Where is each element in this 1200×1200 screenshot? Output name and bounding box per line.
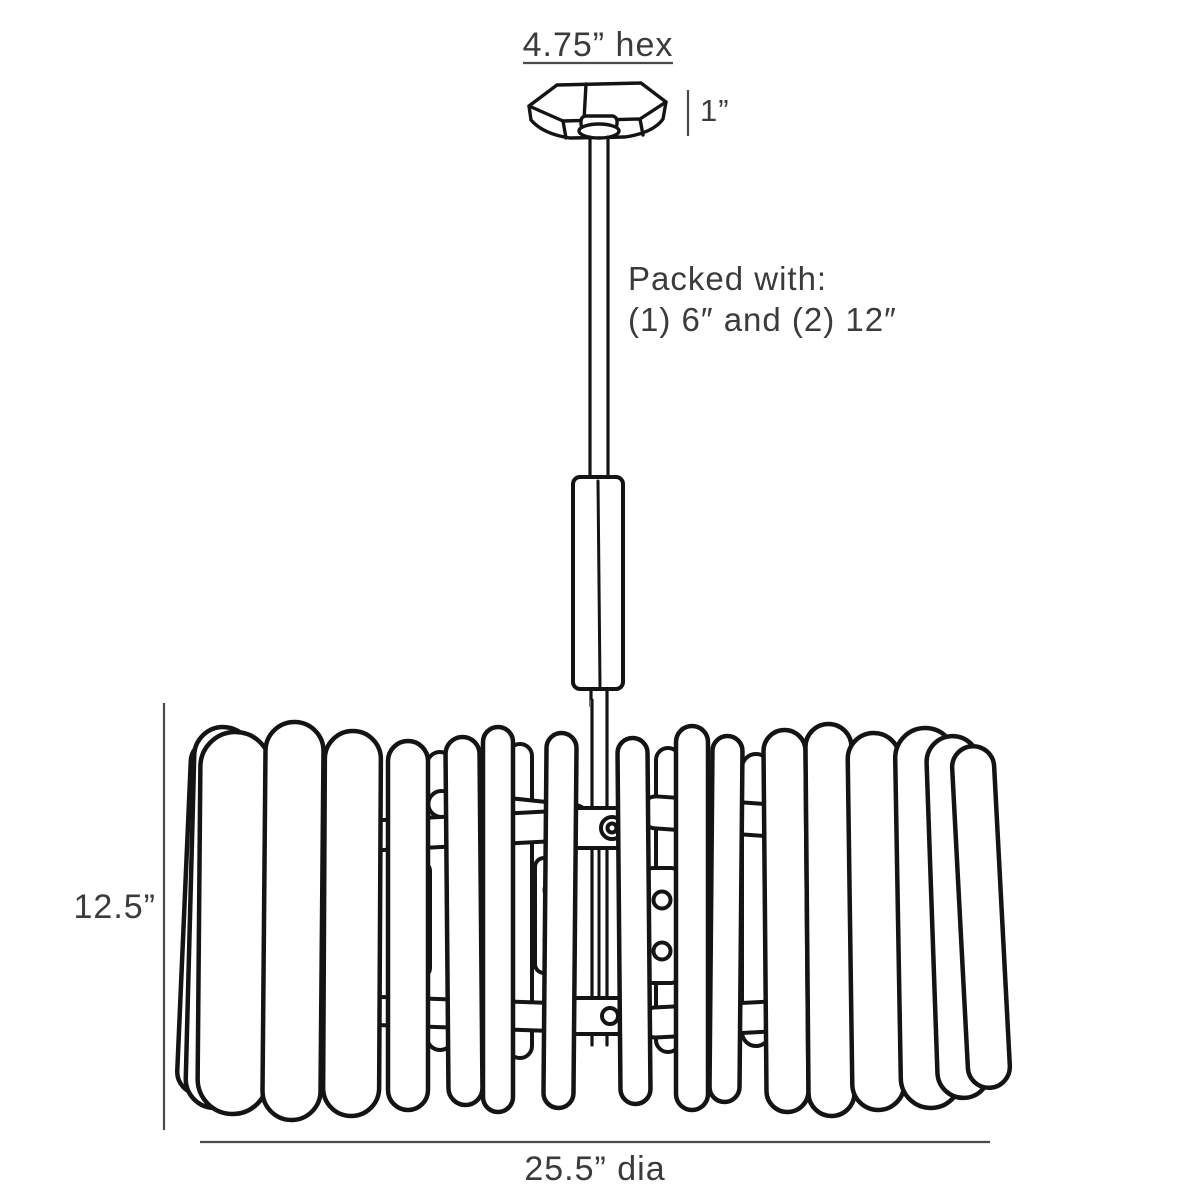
hex-width-label: 4.75” hex xyxy=(522,26,674,64)
drum-shade xyxy=(174,698,1013,1123)
front-slats xyxy=(174,719,1013,1123)
packed-with-line1: Packed with: xyxy=(628,260,828,297)
dimension-lines xyxy=(162,61,990,1144)
downrod xyxy=(571,135,625,708)
fixture-height-label: 12.5” xyxy=(73,888,156,926)
packed-with-note: Packed with: (1) 6″ and (2) 12″ xyxy=(628,258,897,340)
hex-canopy xyxy=(527,81,668,140)
canopy-height-label: 1” xyxy=(700,93,730,128)
fixture-diameter-label: 25.5” dia xyxy=(524,1150,666,1188)
packed-with-line2: (1) 6″ and (2) 12″ xyxy=(628,301,897,338)
